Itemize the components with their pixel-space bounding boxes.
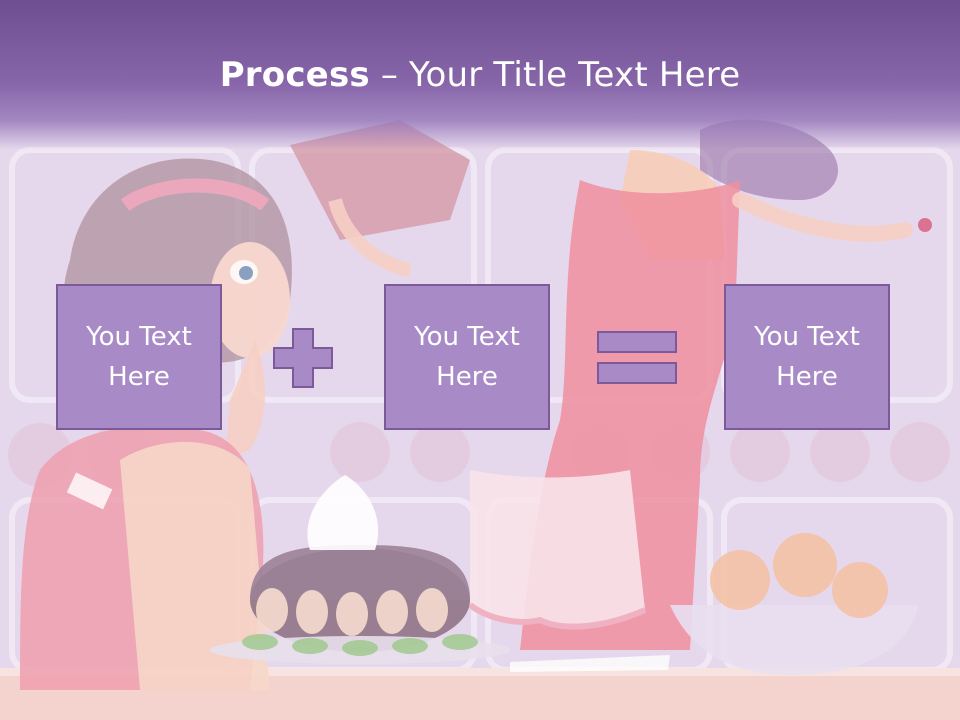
text-box-1-label: You Text Here: [86, 322, 192, 392]
title-band: [0, 0, 960, 150]
slide-title: Process – Your Title Text Here: [0, 52, 960, 98]
equals-icon: [597, 331, 677, 384]
text-box-1[interactable]: You Text Here: [56, 284, 222, 430]
title-bold: Process: [219, 55, 370, 95]
text-box-3[interactable]: You Text Here: [724, 284, 890, 430]
text-box-3-label: You Text Here: [754, 322, 860, 392]
text-box-2-label: You Text Here: [414, 322, 520, 392]
title-rest: – Your Title Text Here: [369, 55, 741, 95]
text-box-2[interactable]: You Text Here: [384, 284, 550, 430]
plus-icon: [273, 328, 333, 388]
